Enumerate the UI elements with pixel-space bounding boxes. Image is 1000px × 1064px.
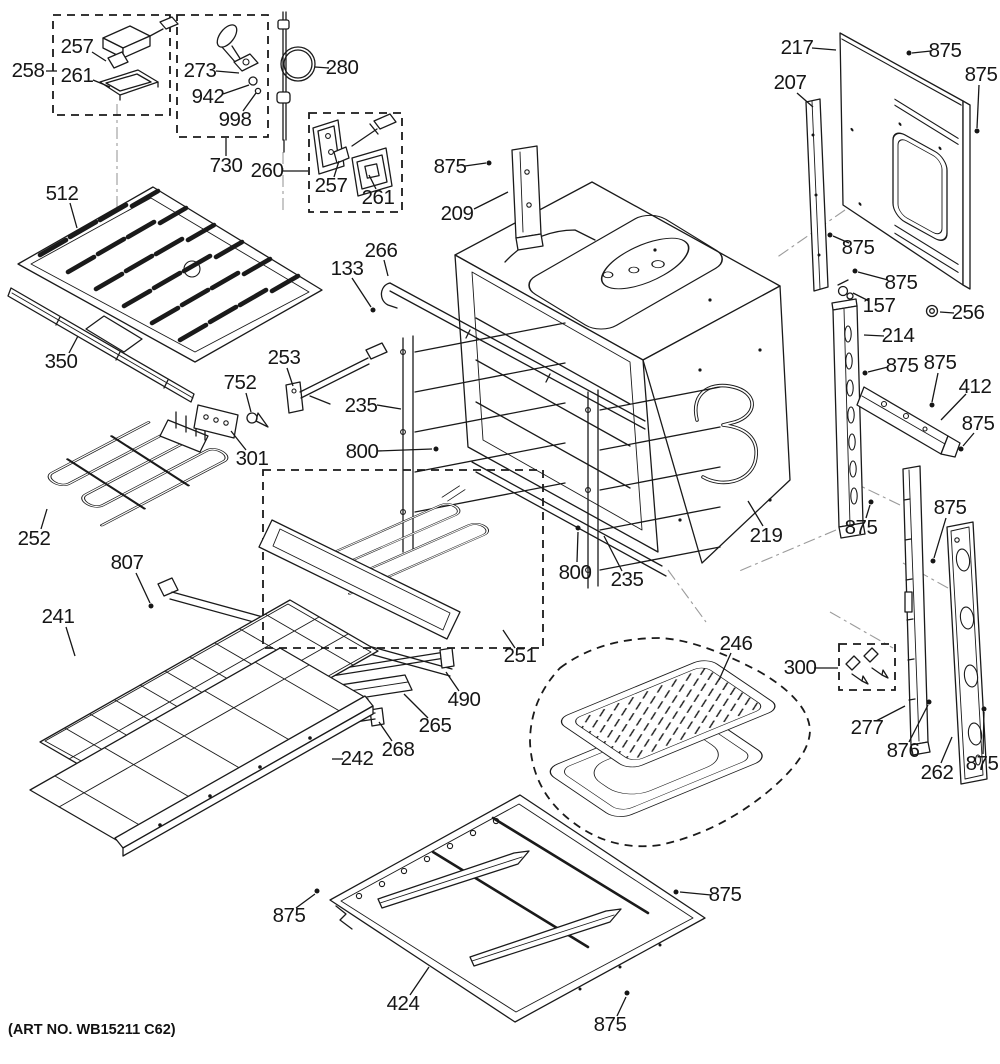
part-label: 875 xyxy=(928,38,962,62)
trim-strip-207 xyxy=(805,98,829,292)
wire-rack-242 xyxy=(29,647,374,857)
top-panel-512 xyxy=(17,186,323,363)
part-label: 998 xyxy=(218,107,252,131)
slotted-bar-214 xyxy=(831,298,866,539)
part-label: 265 xyxy=(418,713,452,737)
part-label: 875 xyxy=(961,411,995,435)
art-number-text: (ART NO. WB15211 C62) xyxy=(8,1022,176,1038)
part-label: 277 xyxy=(850,715,884,739)
bracket-412 xyxy=(856,386,961,458)
part-label: 875 xyxy=(272,903,306,927)
part-label: 752 xyxy=(223,370,257,394)
part-label: 268 xyxy=(381,737,415,761)
control-box-258 xyxy=(52,14,179,116)
screw-752 xyxy=(246,412,269,428)
part-label: 512 xyxy=(45,181,79,205)
part-label: 241 xyxy=(41,604,75,628)
part-label: 875 xyxy=(933,495,967,519)
nut-256 xyxy=(925,304,939,318)
part-label: 235 xyxy=(610,567,644,591)
front-rail-266 xyxy=(380,282,646,430)
support-bar-277 xyxy=(902,465,931,756)
part-label: 253 xyxy=(267,345,301,369)
part-label: 875 xyxy=(884,270,918,294)
part-label: 217 xyxy=(780,35,814,59)
part-label: 257 xyxy=(60,34,94,58)
part-label: 235 xyxy=(344,393,378,417)
part-label: 266 xyxy=(364,238,398,262)
probe-253 xyxy=(285,342,388,414)
part-label: 214 xyxy=(881,323,915,347)
broil-element-252 xyxy=(47,411,229,527)
part-label: 256 xyxy=(951,300,985,324)
part-label: 301 xyxy=(235,446,269,470)
part-label: 242 xyxy=(340,746,374,770)
part-label: 273 xyxy=(183,58,217,82)
part-label: 490 xyxy=(447,687,481,711)
part-label: 219 xyxy=(749,523,783,547)
part-label: 875 xyxy=(964,62,998,86)
part-label: 280 xyxy=(325,55,359,79)
part-label: 875 xyxy=(885,353,919,377)
part-label: 412 xyxy=(958,374,992,398)
broiler-pan-246 xyxy=(529,637,811,848)
part-label: 246 xyxy=(719,631,753,655)
part-label: 251 xyxy=(503,643,537,667)
part-label: 875 xyxy=(708,882,742,906)
part-label: 800 xyxy=(345,439,379,463)
part-label: 252 xyxy=(17,526,51,550)
part-label: 875 xyxy=(593,1012,627,1036)
door-panel-217 xyxy=(839,32,971,290)
bake-element-251 xyxy=(258,469,544,649)
part-label: 258 xyxy=(11,58,45,82)
part-label: 350 xyxy=(44,349,78,373)
part-label: 209 xyxy=(440,201,474,225)
part-label: 424 xyxy=(386,991,420,1015)
part-label: 800 xyxy=(558,560,592,584)
hardware-box-300 xyxy=(838,643,896,691)
part-label: 875 xyxy=(965,751,999,775)
part-label: 875 xyxy=(923,350,957,374)
relay-box-260 xyxy=(308,112,403,213)
bracket-209 xyxy=(511,145,544,251)
clamp-157 xyxy=(837,279,854,300)
part-label: 730 xyxy=(209,153,243,177)
part-label: 262 xyxy=(920,760,954,784)
part-label: 942 xyxy=(191,84,225,108)
sensor-box-730 xyxy=(176,14,269,138)
part-label: 875 xyxy=(844,515,878,539)
part-label: 260 xyxy=(250,158,284,182)
part-label: 875 xyxy=(841,235,875,259)
rack-ladder-235-right xyxy=(585,386,721,589)
part-label: 133 xyxy=(330,256,364,280)
part-label: 300 xyxy=(783,655,817,679)
part-label: 257 xyxy=(314,173,348,197)
part-label: 157 xyxy=(862,293,896,317)
part-label: 876 xyxy=(886,738,920,762)
part-label: 807 xyxy=(110,550,144,574)
front-rail-350 xyxy=(7,287,195,403)
part-label: 875 xyxy=(433,154,467,178)
part-label: 261 xyxy=(60,63,94,87)
bottom-panel-424 xyxy=(329,794,706,1023)
probe-280 xyxy=(276,11,316,153)
part-label: 207 xyxy=(773,70,807,94)
trim-bar-262 xyxy=(946,521,988,785)
part-label: 261 xyxy=(361,185,395,209)
rack-ladder-235-left xyxy=(400,322,566,553)
